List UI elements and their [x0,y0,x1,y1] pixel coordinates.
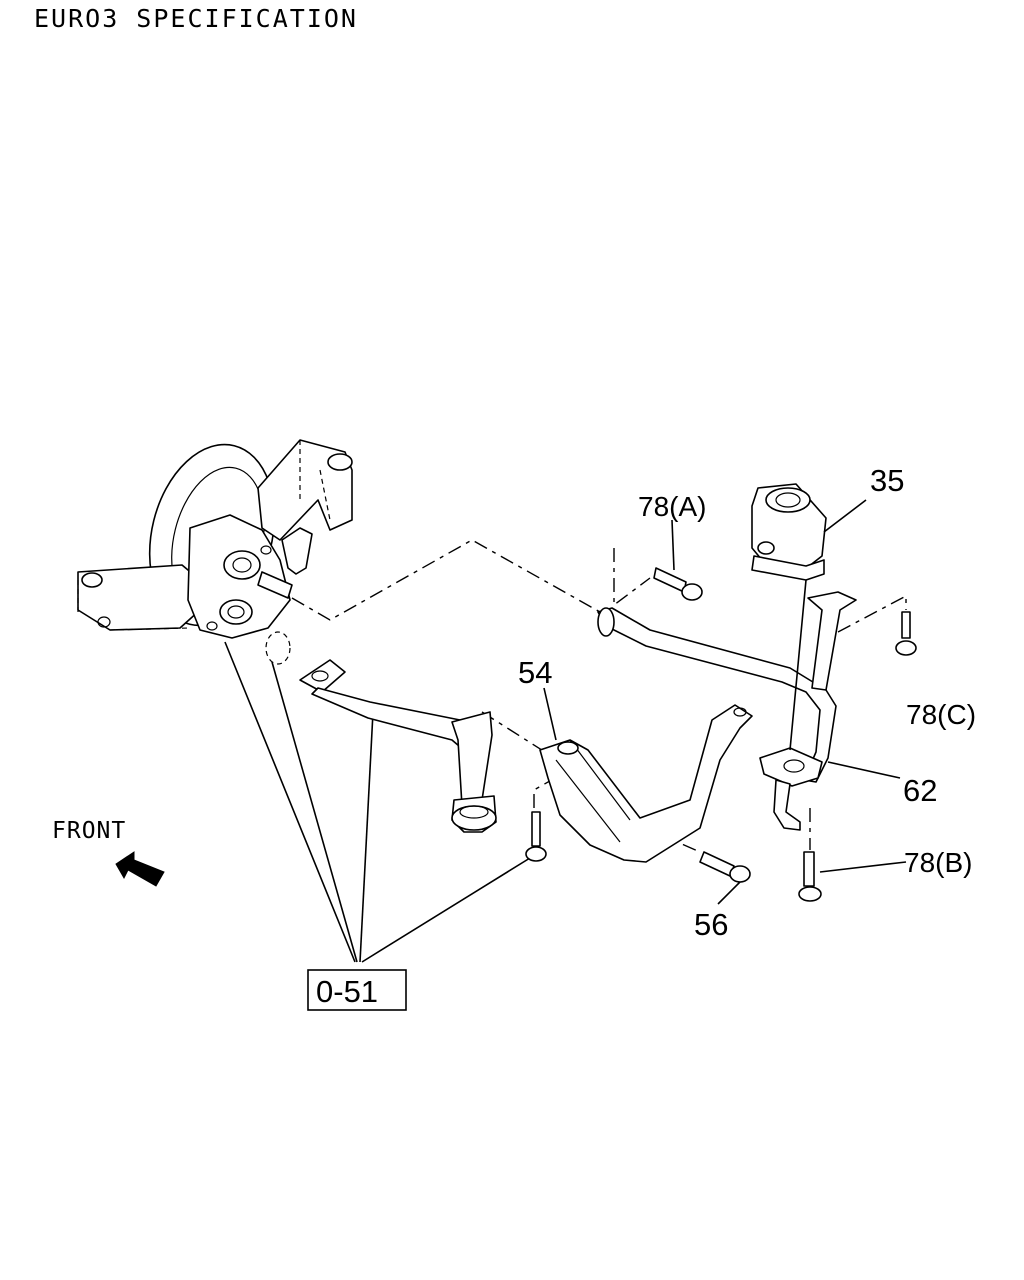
oil-strainer-pipe [299,659,497,833]
page-title: EURO3 SPECIFICATION [34,4,358,33]
reference-leaders [224,641,531,963]
reference-label: 0-51 [316,974,378,1009]
front-label: FRONT [52,818,126,844]
pipe-part-62 [597,591,857,831]
callout-78c: 78(C) [906,699,976,730]
bracket-part-54 [539,704,753,863]
reference-box-0-51: 0-51 [307,969,407,1011]
callout-62: 62 [903,773,937,808]
bolt-78a [653,519,703,601]
callout-78a: 78(A) [638,491,706,522]
callout-35: 35 [870,463,904,498]
oil-pump-assembly [77,439,353,665]
callout-54: 54 [518,655,552,690]
bolt-78c [895,611,917,656]
bolt-0-51 [525,811,547,862]
flange-part-35 [751,483,827,751]
callout-78b: 78(B) [904,847,972,878]
callout-56: 56 [694,907,728,942]
bolt-78b [798,851,822,902]
arrow-up-left-icon [115,851,165,887]
bolt-56 [699,851,751,883]
callout-leaders [543,499,907,905]
